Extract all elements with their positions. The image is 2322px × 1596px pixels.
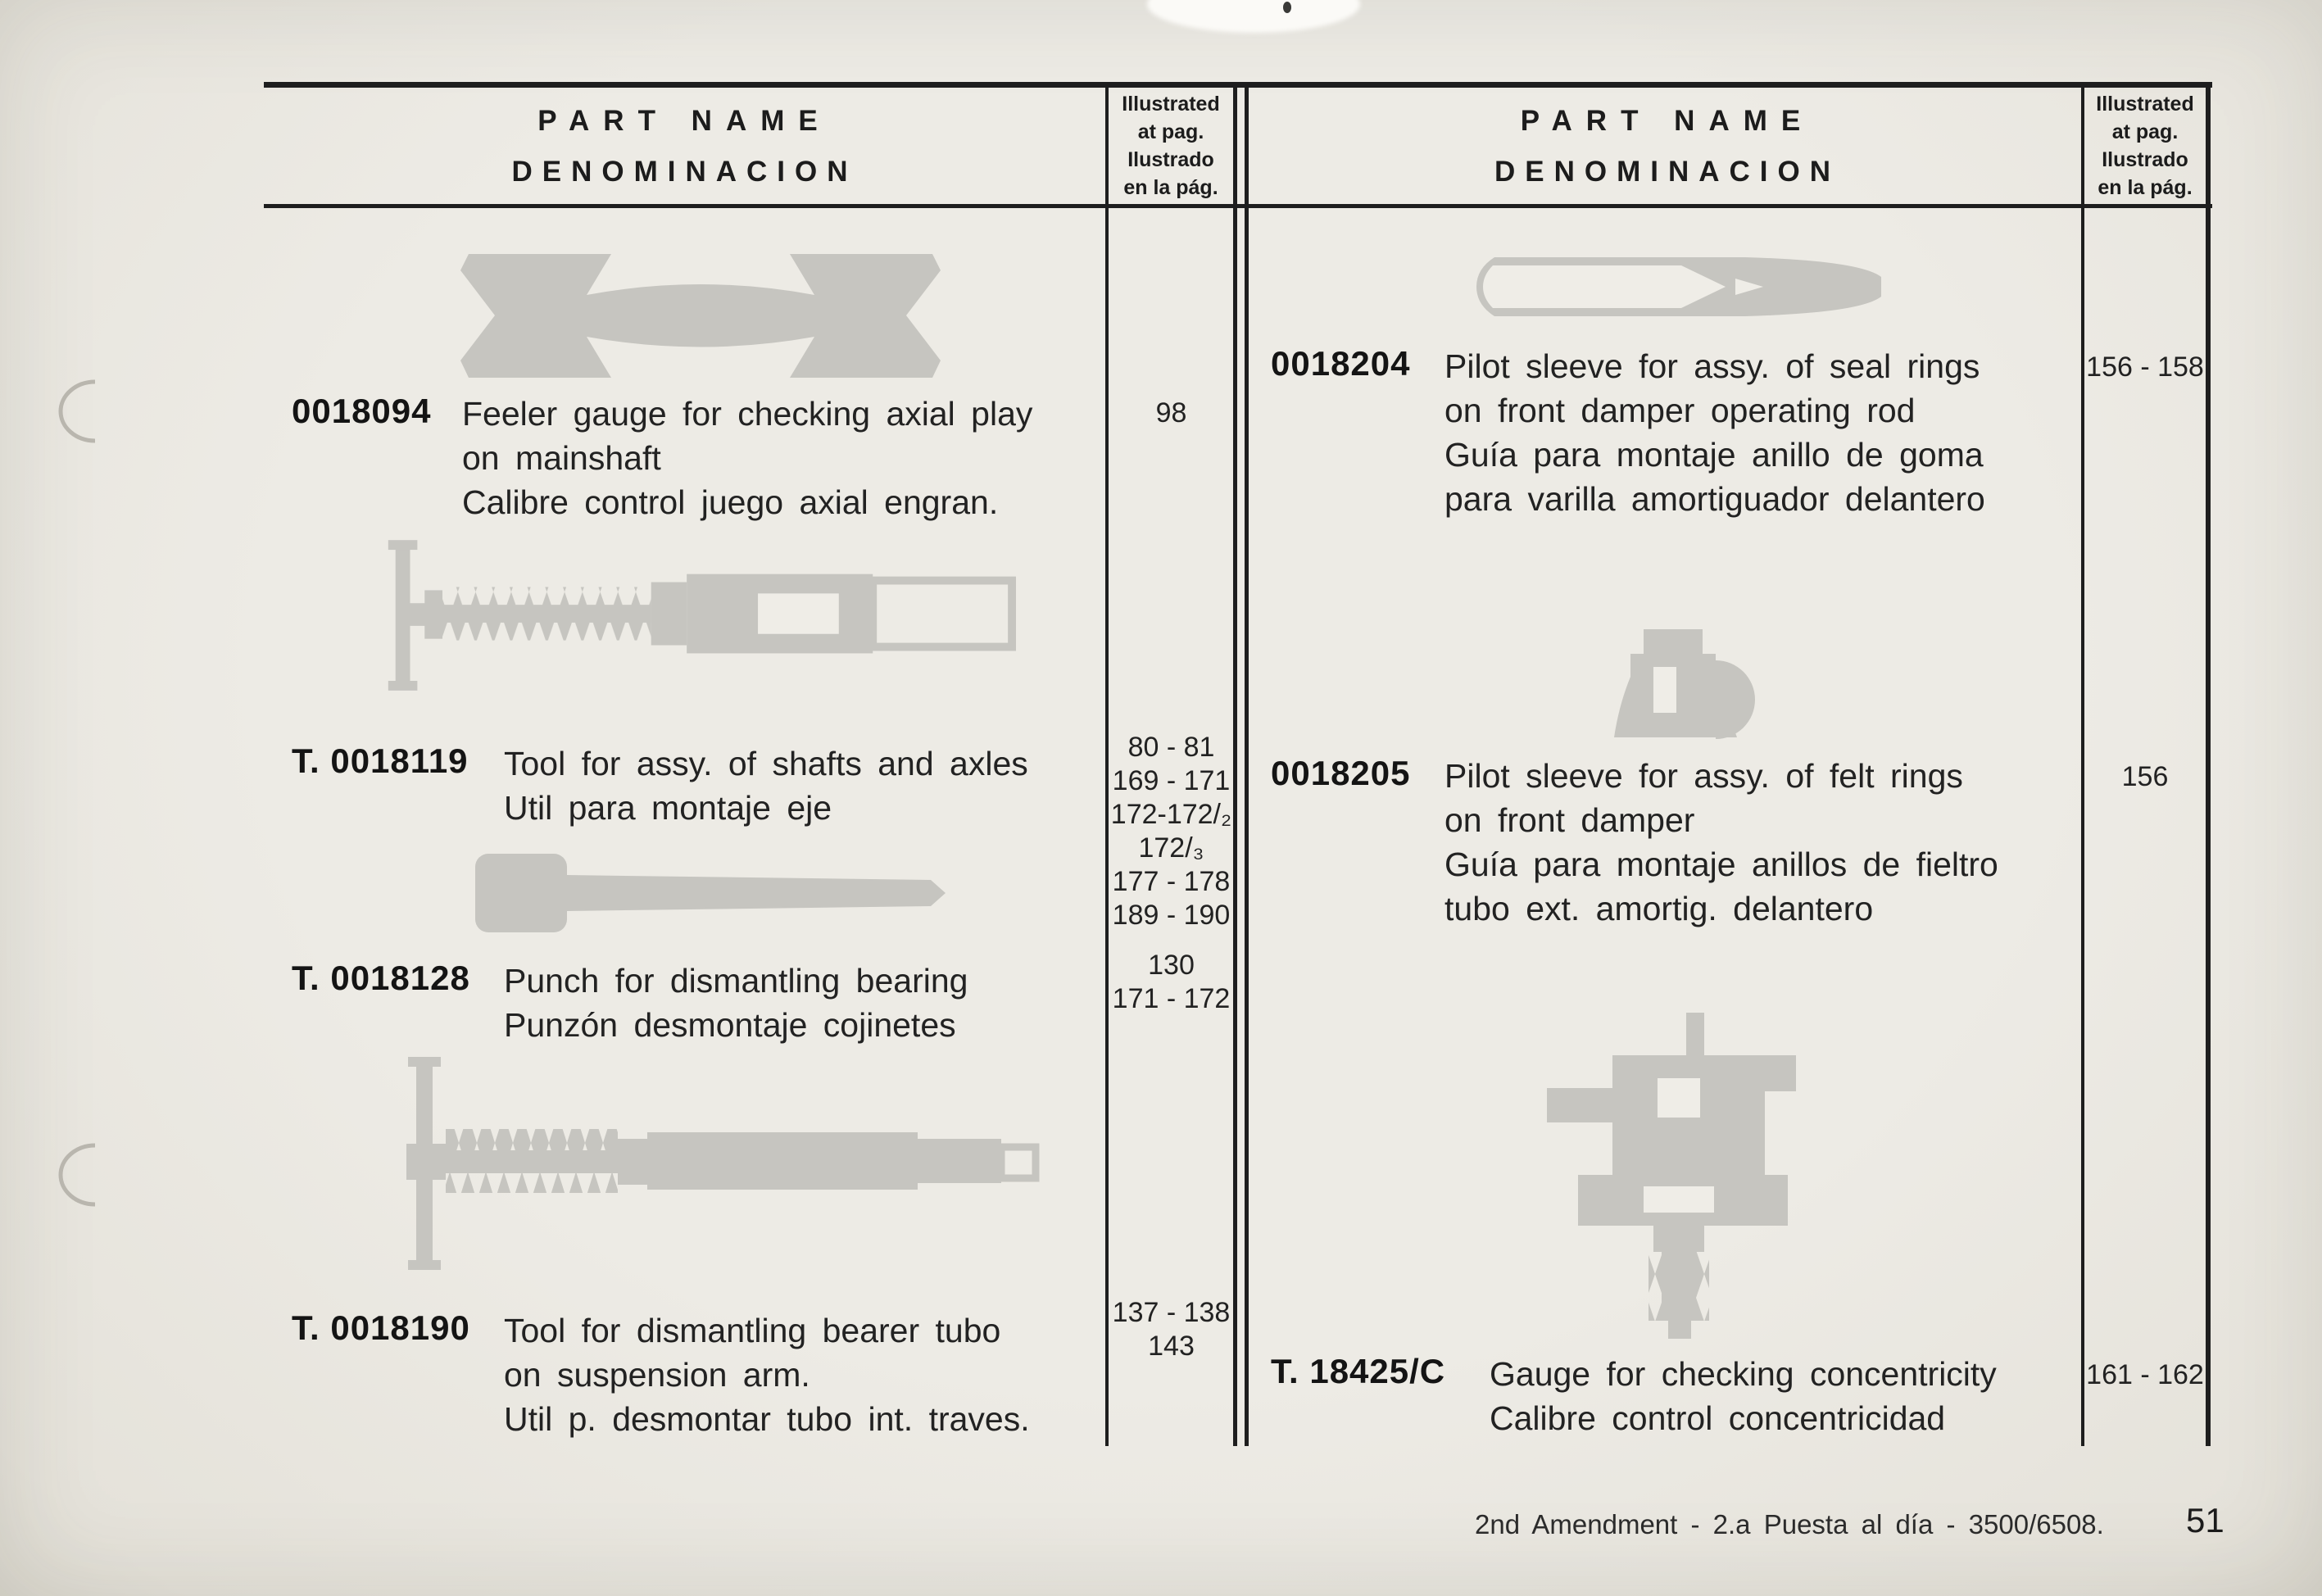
page-reference: 80 - 81 169 - 171 172-172/₂ 172/₃ 177 - … bbox=[1110, 732, 1232, 931]
description-line: Guía para montaje anillos de fieltro bbox=[1444, 846, 1998, 883]
table-top-rule bbox=[264, 82, 2212, 88]
description-line: Feeler gauge for checking axial play bbox=[462, 395, 1033, 433]
center-divider-a bbox=[1233, 82, 1237, 1446]
illustration-pilot-sleeve-seal-rings bbox=[1476, 257, 1881, 316]
illustration-bearing-punch bbox=[475, 854, 946, 932]
description-line: Pilot sleeve for assy. of felt rings bbox=[1444, 757, 1963, 795]
part-number: T. 0018128 bbox=[292, 959, 470, 997]
description-line: on front damper bbox=[1444, 801, 1695, 839]
description-line: Util para montaje eje bbox=[504, 789, 832, 827]
hole-punch-mark bbox=[58, 379, 96, 443]
header-bottom-rule bbox=[264, 204, 2212, 208]
left-denominacion-header: DENOMINACION bbox=[511, 156, 858, 188]
illustration-feeler-gauge bbox=[460, 254, 941, 378]
part-number: 0018205 bbox=[1271, 754, 1411, 792]
description-line: Util p. desmontar tubo int. traves. bbox=[504, 1400, 1030, 1438]
description-line: Punch for dismantling bearing bbox=[504, 962, 968, 1000]
page-reference: 156 bbox=[2121, 761, 2169, 792]
part-number: T. 0018119 bbox=[292, 741, 469, 780]
left-part-name-header: PART NAME bbox=[537, 105, 832, 137]
page-reference: 98 bbox=[1155, 397, 1187, 428]
right-illustrated-header: Illustrated at pag. Ilustrado en la pág. bbox=[2096, 93, 2194, 199]
description-line: Guía para montaje anillo de goma bbox=[1444, 436, 1984, 474]
part-description: Punch for dismantling bearing Punzón des… bbox=[504, 959, 968, 1047]
part-description: Feeler gauge for checking axial play on … bbox=[462, 392, 1032, 524]
part-number: T. 0018190 bbox=[292, 1308, 470, 1347]
illustration-suspension-arm-tool bbox=[406, 1057, 1040, 1270]
hole-punch-mark bbox=[58, 1143, 96, 1207]
amendment-note: 2nd Amendment - 2.a Puesta al día - 3500… bbox=[1475, 1509, 2104, 1539]
illustration-pilot-sleeve-felt-rings bbox=[1614, 629, 1755, 739]
page-reference: 130 171 - 172 bbox=[1112, 950, 1231, 1014]
page-number: 51 bbox=[2186, 1501, 2224, 1539]
description-line: Calibre control juego axial engran. bbox=[462, 483, 999, 521]
description-line: Punzón desmontaje cojinetes bbox=[504, 1006, 956, 1044]
part-number: T. 18425/C bbox=[1271, 1352, 1446, 1390]
description-line: on suspension arm. bbox=[504, 1356, 810, 1394]
part-number: 0018094 bbox=[292, 392, 432, 430]
left-illustrated-header: Illustrated at pag. Ilustrado en la pág. bbox=[1122, 93, 1220, 199]
page-reference: 156 - 158 bbox=[2086, 351, 2204, 383]
page-reference: 137 - 138 143 bbox=[1112, 1297, 1231, 1362]
scan-speck bbox=[1283, 2, 1291, 13]
part-description: Tool for dismantling bearer tubo on susp… bbox=[504, 1308, 1030, 1441]
description-line: Pilot sleeve for assy. of seal rings bbox=[1444, 347, 1980, 385]
description-line: para varilla amortiguador delantero bbox=[1444, 480, 1985, 518]
description-line: Calibre control concentricidad bbox=[1490, 1399, 1946, 1437]
description-line: on front damper operating rod bbox=[1444, 392, 1916, 429]
center-divider-b bbox=[1245, 82, 1249, 1446]
right-pages-divider bbox=[2081, 82, 2084, 1446]
right-part-name-header: PART NAME bbox=[1520, 105, 1815, 137]
description-line: on mainshaft bbox=[462, 439, 661, 477]
scan-light-patch bbox=[1147, 0, 1360, 33]
description-line: Gauge for checking concentricity bbox=[1490, 1355, 1997, 1393]
illustration-shaft-assembly-tool bbox=[388, 540, 1017, 691]
table-right-border bbox=[2206, 82, 2211, 1446]
part-description: Tool for assy. of shafts and axles Util … bbox=[504, 741, 1028, 830]
description-line: Tool for dismantling bearer tubo bbox=[504, 1312, 1001, 1349]
illustration-concentricity-gauge bbox=[1547, 1013, 1796, 1339]
page-reference: 161 - 162 bbox=[2086, 1359, 2204, 1390]
right-denominacion-header: DENOMINACION bbox=[1494, 156, 1841, 188]
left-pages-divider bbox=[1105, 82, 1109, 1446]
description-line: tubo ext. amortig. delantero bbox=[1444, 890, 1874, 927]
description-line: Tool for assy. of shafts and axles bbox=[504, 745, 1028, 782]
part-description: Pilot sleeve for assy. of felt rings on … bbox=[1444, 754, 1998, 931]
part-description: Gauge for checking concentricity Calibre… bbox=[1490, 1352, 1997, 1440]
part-number: 0018204 bbox=[1271, 344, 1411, 383]
part-description: Pilot sleeve for assy. of seal rings on … bbox=[1444, 344, 1985, 521]
